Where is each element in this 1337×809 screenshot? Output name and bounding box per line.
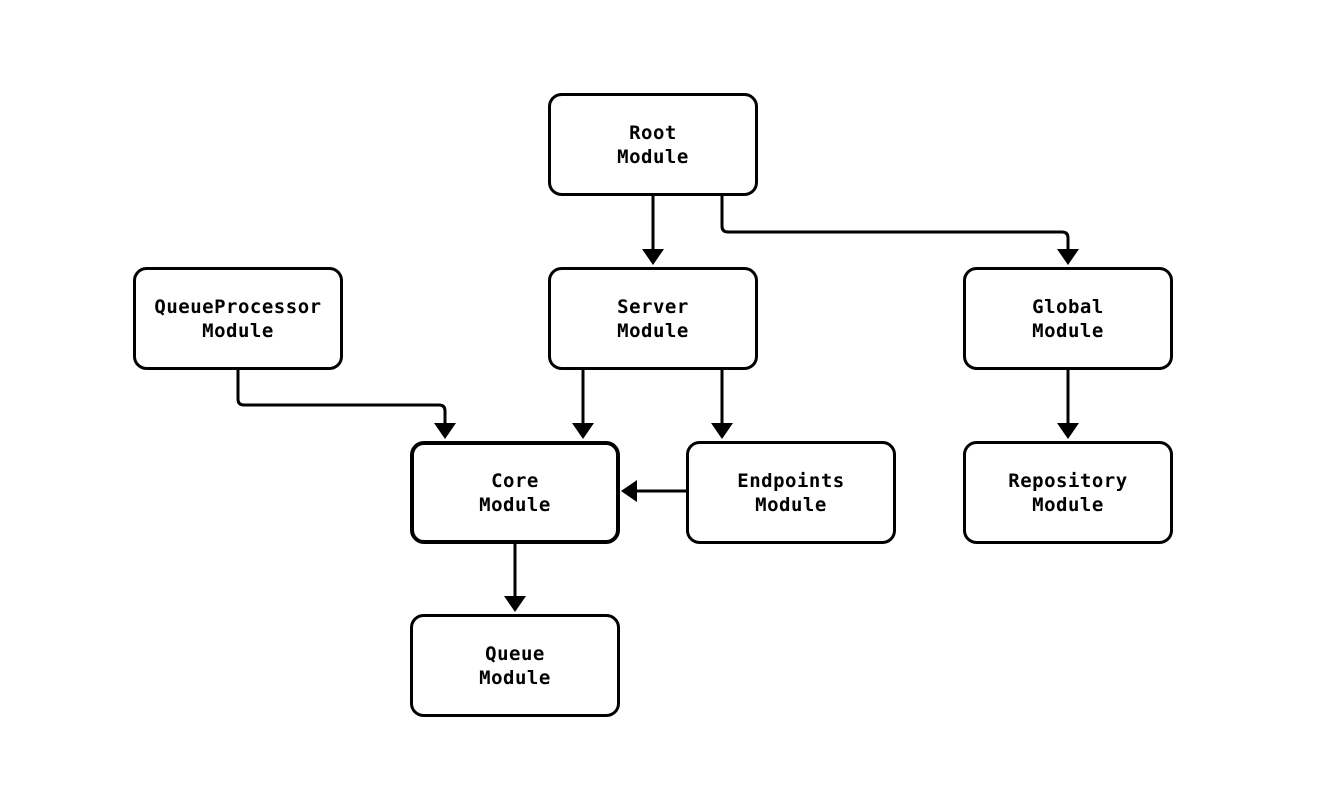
node-label-primary: Server (617, 296, 689, 318)
node-label-secondary: Module (617, 146, 689, 168)
edge-queueprocessor-to-core (236, 370, 456, 439)
arrowhead-icon (711, 423, 733, 439)
edge-core-to-queue (504, 544, 526, 612)
node-label-primary: Root (629, 122, 677, 144)
node-box[interactable] (686, 441, 896, 544)
node-label-secondary: Module (1032, 320, 1104, 342)
arrowhead-icon (434, 423, 456, 439)
node-label-secondary: Module (479, 667, 551, 689)
node-label-secondary: Module (202, 320, 274, 342)
node-label-secondary: Module (479, 494, 551, 516)
arrowhead-icon (504, 596, 526, 612)
arrowhead-icon (572, 423, 594, 439)
nodes-layer: RootModuleQueueProcessorModuleServerModu… (133, 93, 1173, 717)
node-box[interactable] (410, 614, 620, 717)
arrowhead-icon (621, 480, 637, 502)
node-box[interactable] (963, 267, 1173, 370)
node-box[interactable] (133, 267, 343, 370)
node-box[interactable] (410, 441, 620, 544)
edge-line (236, 370, 447, 424)
node-label-primary: Endpoints (737, 470, 844, 492)
edge-server-to-endpoints (711, 370, 733, 439)
arrowhead-icon (1057, 423, 1079, 439)
arrowhead-icon (642, 249, 664, 265)
node-label-secondary: Module (617, 320, 689, 342)
edge-endpoints-to-core (621, 480, 686, 502)
edges-layer (236, 196, 1079, 612)
node-label-primary: Queue (485, 643, 545, 665)
edge-server-to-core (572, 370, 594, 439)
node-box[interactable] (548, 93, 758, 196)
node-label-primary: Global (1032, 296, 1104, 318)
edge-global-to-repository (1057, 370, 1079, 439)
edge-root-to-server (642, 196, 664, 265)
node-label-primary: Core (491, 470, 539, 492)
edge-root-to-global (720, 196, 1079, 265)
node-box[interactable] (963, 441, 1173, 544)
edge-line (720, 196, 1070, 250)
node-label-primary: Repository (1008, 470, 1127, 492)
node-label-secondary: Module (755, 494, 827, 516)
node-label-primary: QueueProcessor (154, 296, 321, 318)
arrowhead-icon (1057, 249, 1079, 265)
node-box[interactable] (548, 267, 758, 370)
node-label-secondary: Module (1032, 494, 1104, 516)
